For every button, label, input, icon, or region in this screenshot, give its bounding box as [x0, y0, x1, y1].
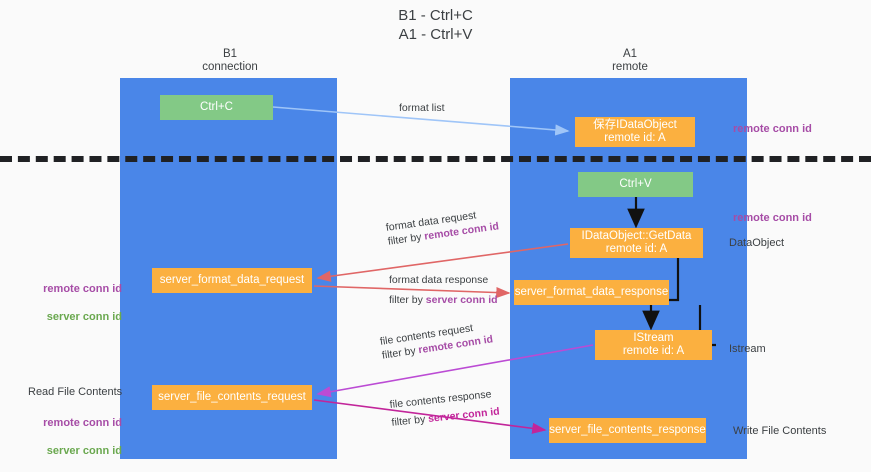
label-right-dataobject: DataObject [729, 237, 785, 249]
page-title: B1 - Ctrl+C A1 - Ctrl+V [398, 7, 473, 43]
edge-label-line2: filter by server conn id [389, 293, 498, 307]
edge-label-format-list: format list [399, 102, 445, 114]
column-header-a1: A1 remote [612, 48, 648, 73]
label-left-server-conn-id-1: server conn id [46, 311, 122, 323]
label-left-read-file-contents: Read File Contents [28, 386, 123, 398]
edge-label-prefix: filter by [387, 230, 426, 248]
box-server-file-contents-response[interactable]: server_file_contents_response [549, 418, 706, 443]
label-right-remote-conn-id-mid: remote conn id [733, 212, 812, 224]
edge-label-file-contents-request: file contents request filter by remote c… [379, 318, 494, 362]
box-idataobject-getdata[interactable]: IDataObject::GetData remote id: A [570, 228, 703, 258]
column-header-b1: B1 connection [202, 48, 258, 73]
box-server-file-contents-request[interactable]: server_file_contents_request [152, 385, 312, 410]
edge-label-prefix: filter by [389, 294, 426, 306]
edge-label-prefix: filter by [381, 344, 420, 362]
label-right-write-file-contents: Write File Contents [733, 425, 827, 437]
label-left-remote-conn-id-2: remote conn id [43, 417, 122, 429]
box-ctrl-v[interactable]: Ctrl+V [578, 172, 693, 197]
edge-label-format-data-response: format data response filter by server co… [389, 273, 498, 307]
edge-label-file-contents-response: file contents response filter by server … [389, 387, 500, 430]
box-server-format-data-response[interactable]: server_format_data_response [514, 280, 669, 305]
box-istream[interactable]: IStream remote id: A [595, 330, 712, 360]
label-left-remote-conn-id-1: remote conn id [43, 283, 122, 295]
label-left-conn-ids-2: remote conn id server conn id [22, 402, 122, 472]
box-ctrl-c[interactable]: Ctrl+C [160, 95, 273, 120]
edge-label-prefix: filter by [390, 413, 429, 429]
edge-label-conn-id: server conn id [425, 294, 498, 306]
box-idataobject[interactable]: 保存IDataObject remote id: A [575, 117, 695, 147]
edge-label-format-data-request: format data request filter by remote con… [385, 205, 500, 248]
label-right-istream: Istream [729, 343, 766, 355]
edge-label-line1: format data response [389, 274, 489, 286]
label-right-remote-conn-id-top: remote conn id [733, 123, 812, 135]
box-server-format-data-request[interactable]: server_format_data_request [152, 268, 312, 293]
label-left-server-conn-id-2: server conn id [46, 445, 122, 457]
label-left-conn-ids-1: remote conn id server conn id [22, 268, 122, 338]
divider-dashed-line [0, 156, 871, 162]
